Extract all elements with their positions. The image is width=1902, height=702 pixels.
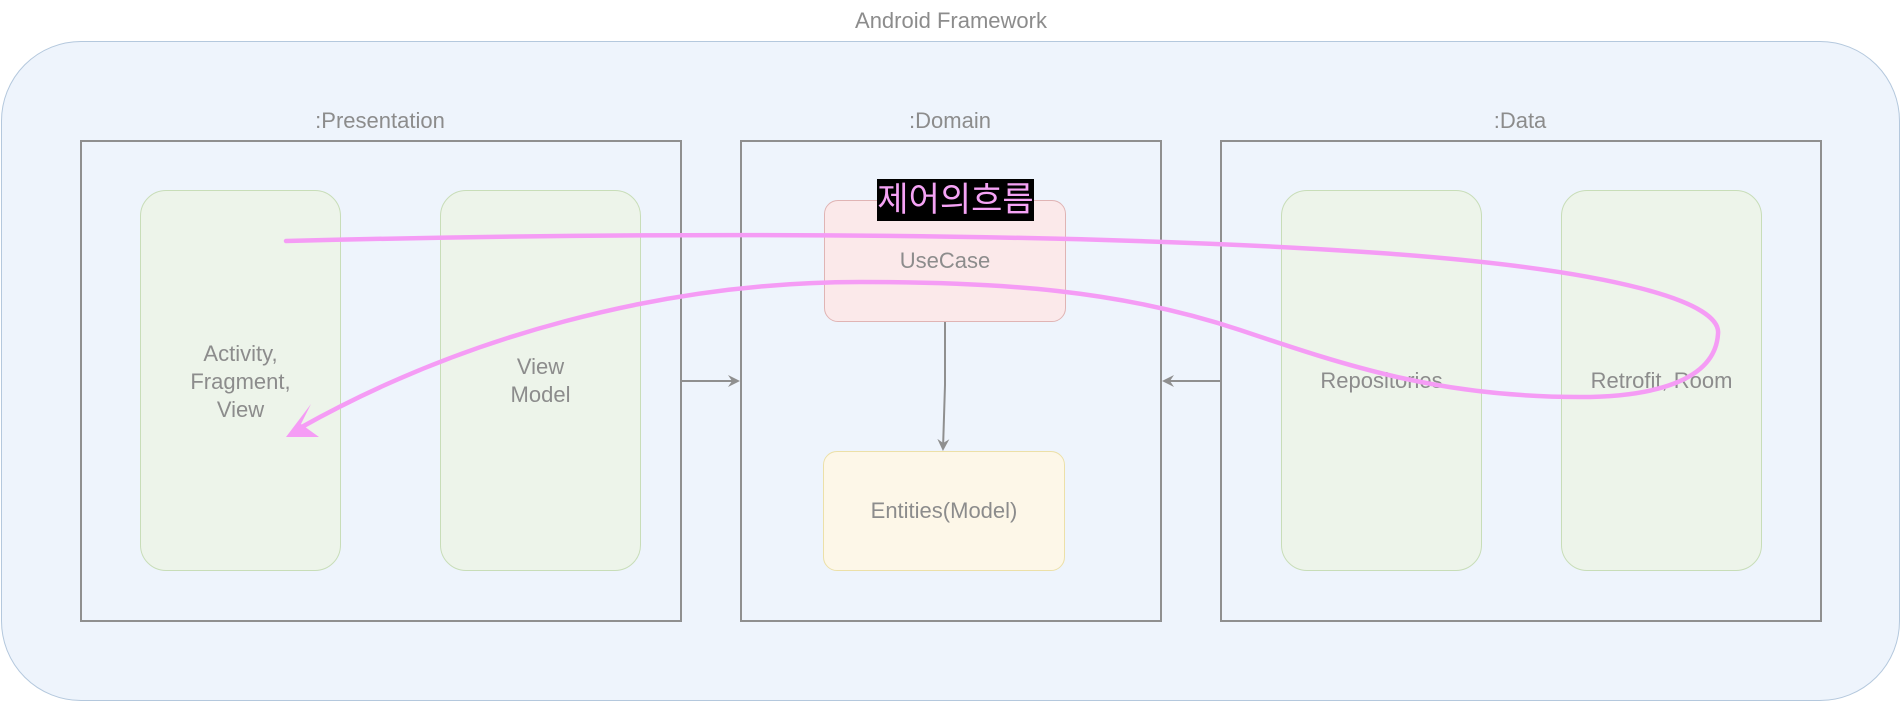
activity-fragment-view-box: Activity, Fragment, View: [140, 190, 341, 571]
retrofit-room-box: Retrofit, Room: [1561, 190, 1762, 571]
domain-layer-title: :Domain: [909, 108, 991, 133]
usecase-to-entities-arrow: [937, 322, 950, 451]
presentation-layer-title: :Presentation: [315, 108, 445, 133]
entities-label: Entities(Model): [870, 498, 1018, 523]
control-flow-label: 제어의흐름: [877, 179, 1034, 221]
data-layer-title: :Data: [1493, 108, 1547, 133]
framework-title: Android Framework: [855, 8, 1047, 33]
activity-fragment-view-label: Activity, Fragment, View: [190, 340, 291, 422]
control-flow-curve: [283, 232, 1721, 431]
entities-box: Entities(Model): [823, 451, 1065, 571]
control-flow-arrowhead: [286, 404, 319, 437]
usecase-label: UseCase: [899, 248, 991, 273]
view-model-box: View Model: [440, 190, 641, 571]
view-model-label: View Model: [510, 353, 571, 407]
